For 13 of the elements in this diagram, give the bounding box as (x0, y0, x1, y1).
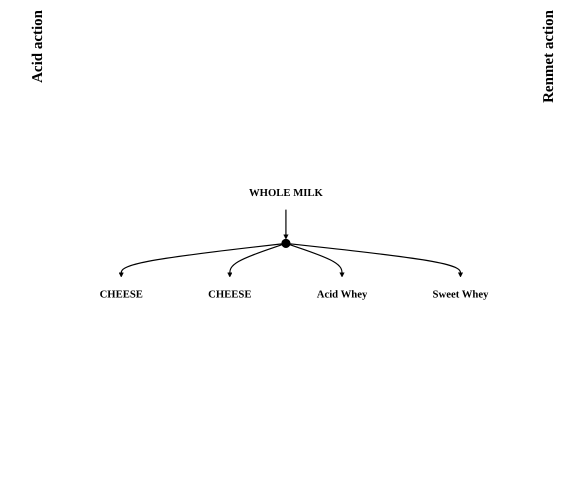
arrow (283, 209, 289, 240)
node-text: WHOLE MILK (248, 186, 323, 198)
arrow (227, 244, 282, 278)
process-label: Acid action (30, 10, 47, 83)
arrow (290, 244, 345, 278)
node-text: Acid Whey (316, 287, 368, 300)
node-text: CHEESE (100, 287, 143, 300)
process-label: Renmet action (541, 10, 558, 103)
node-text: CHEESE (208, 287, 252, 300)
arrow (118, 242, 282, 278)
node-text: Sweet Whey (432, 287, 488, 300)
arrow (290, 242, 464, 278)
flowchart-drawing: WHOLE MILK CHEESE CHEESE Acid Whey Sweet Whey (77, 170, 511, 316)
